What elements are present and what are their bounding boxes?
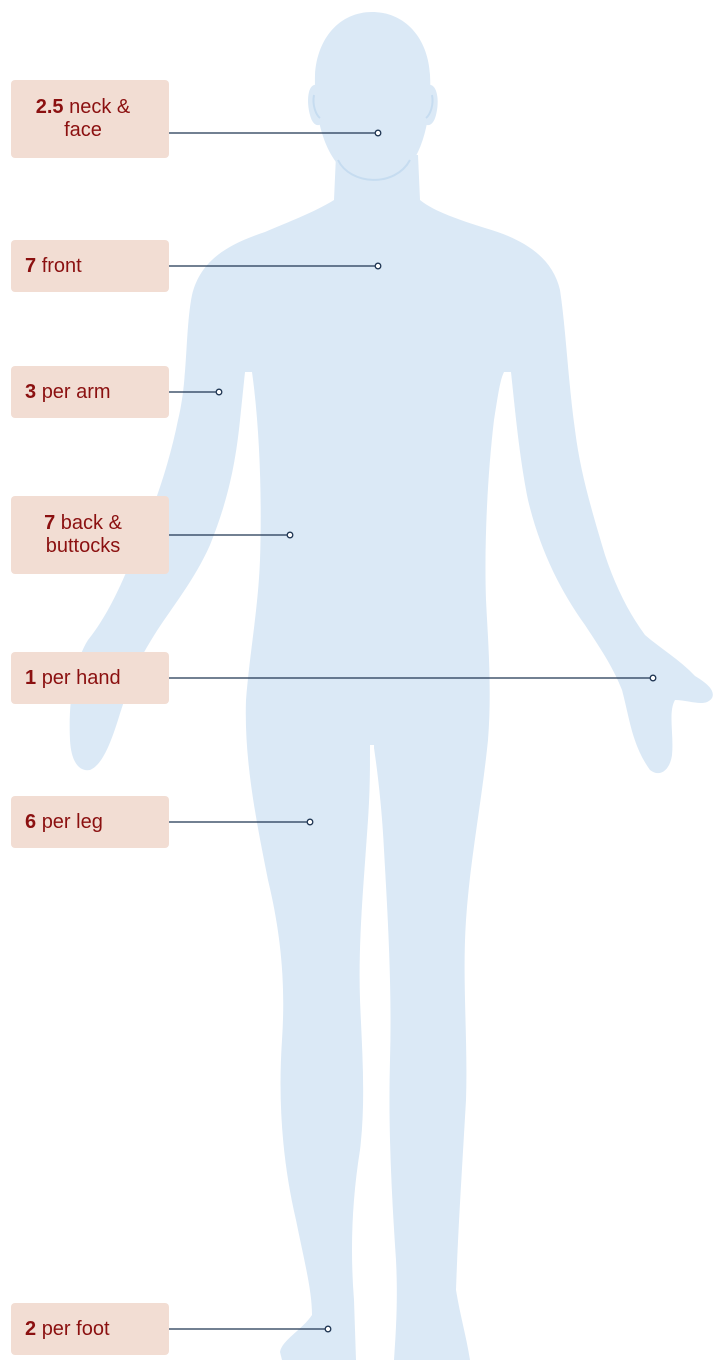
label-caption-back: back & [61, 512, 122, 534]
label-value-arm: 3 [25, 381, 36, 403]
label-caption-foot: per foot [42, 1318, 110, 1340]
label-caption2-neck-face: face [64, 119, 102, 141]
leader-dot-neck-face [375, 130, 381, 136]
label-text-back: 7 back &buttocks [44, 512, 122, 558]
label-caption-front: front [42, 255, 82, 277]
label-hand: 1 per hand [11, 652, 169, 704]
label-text-neck-face: 2.5 neck &face [36, 96, 131, 142]
label-value-neck-face: 2.5 [36, 96, 64, 118]
label-value-foot: 2 [25, 1318, 36, 1340]
leader-dot-arm [216, 389, 222, 395]
label-caption-leg: per leg [42, 811, 103, 833]
label-text-leg: 6 per leg [25, 811, 103, 834]
leader-dot-front [375, 263, 381, 269]
label-caption2-back: buttocks [46, 535, 120, 557]
leader-dot-leg [307, 819, 313, 825]
label-text-arm: 3 per arm [25, 381, 111, 404]
leader-dot-hand [650, 675, 656, 681]
leader-dot-back [287, 532, 293, 538]
label-text-foot: 2 per foot [25, 1318, 110, 1341]
label-text-front: 7 front [25, 255, 82, 278]
label-front: 7 front [11, 240, 169, 292]
leader-dot-foot [325, 1326, 331, 1332]
body-shape [70, 155, 713, 1360]
label-leg: 6 per leg [11, 796, 169, 848]
label-caption-hand: per hand [42, 667, 121, 689]
label-neck-face: 2.5 neck &face [11, 80, 169, 158]
label-arm: 3 per arm [11, 366, 169, 418]
label-value-hand: 1 [25, 667, 36, 689]
label-back: 7 back &buttocks [11, 496, 169, 574]
label-value-leg: 6 [25, 811, 36, 833]
label-caption-neck-face: neck & [69, 96, 130, 118]
label-value-back: 7 [44, 512, 55, 534]
label-caption-arm: per arm [42, 381, 111, 403]
label-text-hand: 1 per hand [25, 667, 121, 690]
label-value-front: 7 [25, 255, 36, 277]
label-foot: 2 per foot [11, 1303, 169, 1355]
